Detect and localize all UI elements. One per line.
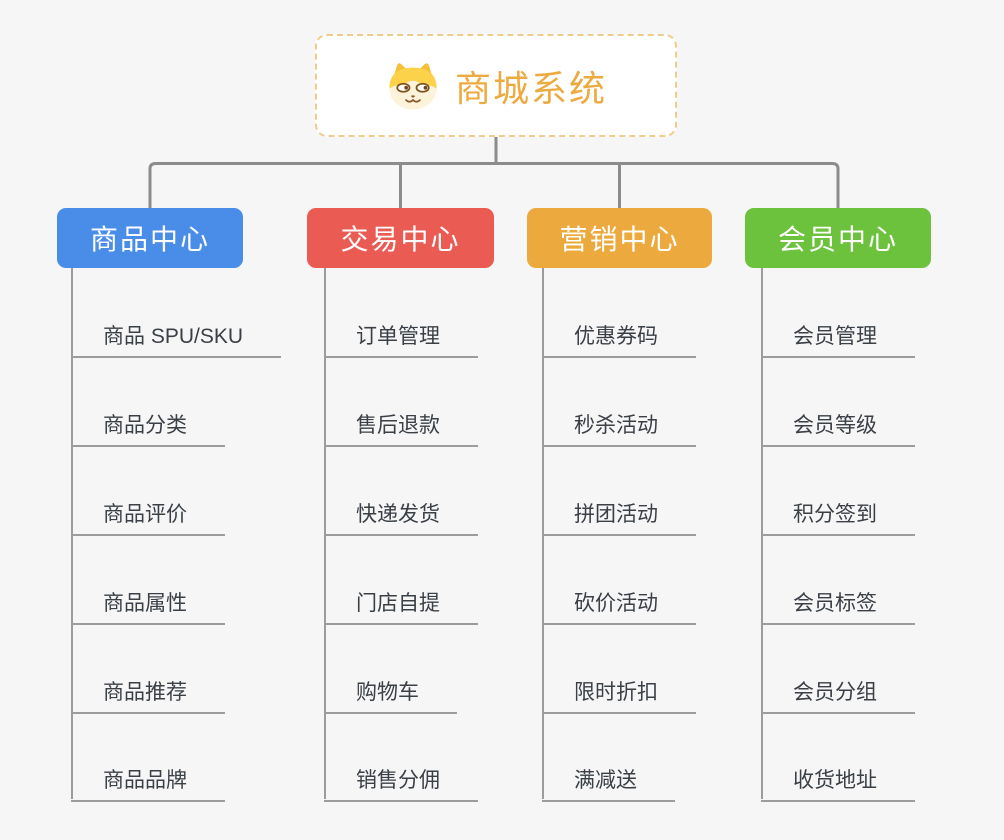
leaf-topic[interactable]: 秒杀活动 [542,412,696,447]
root-topic[interactable]: 商城系统 [315,34,677,137]
leaf-topic[interactable]: 购物车 [324,679,457,714]
dog-face-icon [389,62,437,110]
leaf-topic[interactable]: 商品品牌 [71,767,225,802]
branch-topic[interactable]: 营销中心 [527,208,712,268]
leaf-topic[interactable]: 积分签到 [761,501,915,536]
leaf-topic[interactable]: 满减送 [542,767,675,802]
leaf-topic[interactable]: 会员标签 [761,590,915,625]
leaf-topic[interactable]: 商品推荐 [71,679,225,714]
leaf-topic[interactable]: 商品评价 [71,501,225,536]
leaf-topic[interactable]: 限时折扣 [542,679,696,714]
leaf-topic[interactable]: 商品 SPU/SKU [71,323,282,358]
leaf-topic[interactable]: 砍价活动 [542,590,696,625]
leaf-topic[interactable]: 销售分佣 [324,767,478,802]
leaf-topic[interactable]: 快递发货 [324,501,478,536]
branch-topic[interactable]: 交易中心 [307,208,494,268]
leaf-topic[interactable]: 门店自提 [324,590,478,625]
leaf-topic[interactable]: 售后退款 [324,412,478,447]
leaf-topic[interactable]: 会员等级 [761,412,915,447]
branch-topic[interactable]: 商品中心 [57,208,243,268]
leaf-topic[interactable]: 订单管理 [324,323,478,358]
leaf-topic[interactable]: 会员管理 [761,323,915,358]
branch-topic[interactable]: 会员中心 [745,208,931,268]
root-topic-title: 商城系统 [454,67,607,109]
leaf-topic[interactable]: 商品分类 [71,412,225,447]
leaf-topic[interactable]: 收货地址 [761,767,915,802]
leaf-topic[interactable]: 商品属性 [71,590,225,625]
leaf-topic[interactable]: 优惠券码 [542,323,696,358]
leaf-topic[interactable]: 会员分组 [761,679,915,714]
leaf-topic[interactable]: 拼团活动 [542,501,696,536]
